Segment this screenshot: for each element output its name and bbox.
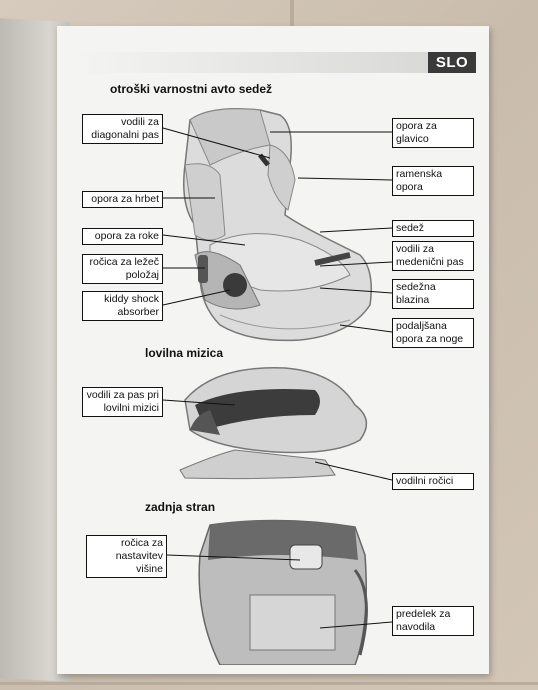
label-seat: sedež [392,220,474,237]
label-manual-compartment: predelek za navodila [392,606,474,636]
language-bar [72,52,428,73]
tile-grout [0,682,538,685]
language-badge: SLO [428,52,476,73]
section-title-table: lovilna mizica [145,346,224,360]
label-armrest: opora za roke [82,228,163,245]
label-diagonal-belt-guides: vodili za diagonalni pas [82,114,163,144]
section-title-seat: otroški varnostni avto sedež [110,82,273,96]
label-seat-cushion: sedežna blazina [392,279,474,309]
label-height-adjust-lever: ročica za nastavitev višine [86,535,167,578]
label-leg-support: podaljšana opora za noge [392,318,474,348]
car-seat-illustration [183,108,372,342]
label-headrest: opora za glavico [392,118,474,148]
label-lap-belt-guides: vodili za medenični pas [392,241,474,271]
tile-grout [290,0,294,26]
impact-shield-illustration [179,367,368,480]
label-table-belt-guides: vodili za pas pri lovilni mizici [82,387,163,417]
label-guide-handles: vodilni ročici [392,473,474,490]
section-title-back: zadnja stran [145,500,216,514]
label-shoulder-support: ramenska opora [392,166,474,196]
label-kiddy-shock-absorber: kiddy shock absorber [82,291,163,321]
seat-back-illustration [198,519,368,665]
label-recline-lever: ročica za ležeč položaj [82,254,163,284]
label-backrest: opora za hrbet [82,191,163,208]
